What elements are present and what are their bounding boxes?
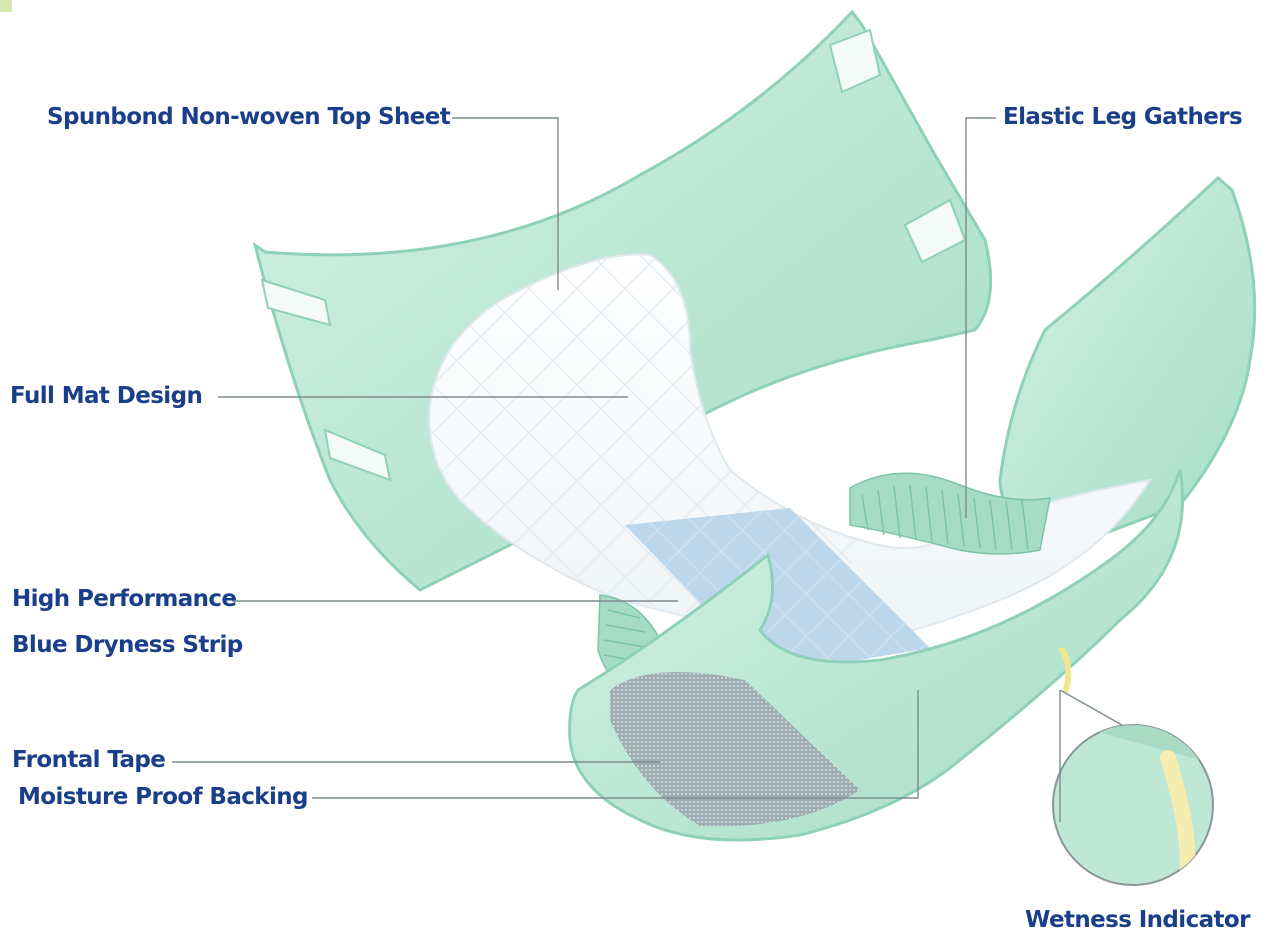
label-dryness-line1: High Performance: [12, 588, 236, 611]
wetness-indicator-lens: [1053, 720, 1287, 905]
label-dryness-line2: Blue Dryness Strip: [12, 634, 243, 657]
label-wetness: Wetness Indicator: [1025, 909, 1250, 932]
label-top-sheet: Spunbond Non-woven Top Sheet: [47, 106, 450, 129]
label-backing: Moisture Proof Backing: [18, 786, 308, 809]
label-leg-gathers: Elastic Leg Gathers: [1003, 106, 1242, 129]
label-full-mat: Full Mat Design: [10, 385, 202, 408]
label-frontal-tape: Frontal Tape: [12, 749, 165, 772]
leader-wetness-b: [1060, 690, 1122, 725]
